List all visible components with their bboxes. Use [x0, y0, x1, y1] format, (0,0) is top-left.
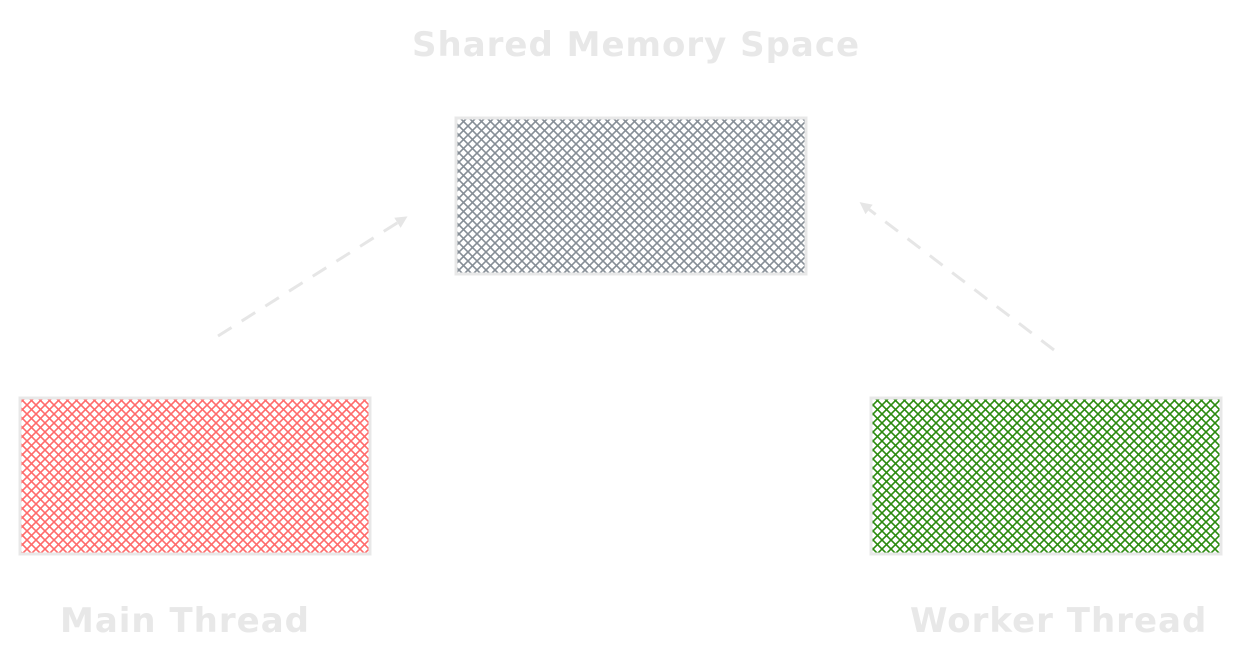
main-thread-label: Main Thread [60, 601, 310, 641]
shared-memory-label: Shared Memory Space [412, 25, 861, 65]
main-thread-box [18, 396, 372, 556]
arrow-main-to-shared [217, 216, 408, 338]
shared-memory-box [454, 116, 808, 276]
worker-thread-label: Worker Thread [910, 601, 1208, 641]
arrow-worker-to-shared [859, 202, 1055, 352]
worker-thread-box [869, 396, 1223, 556]
